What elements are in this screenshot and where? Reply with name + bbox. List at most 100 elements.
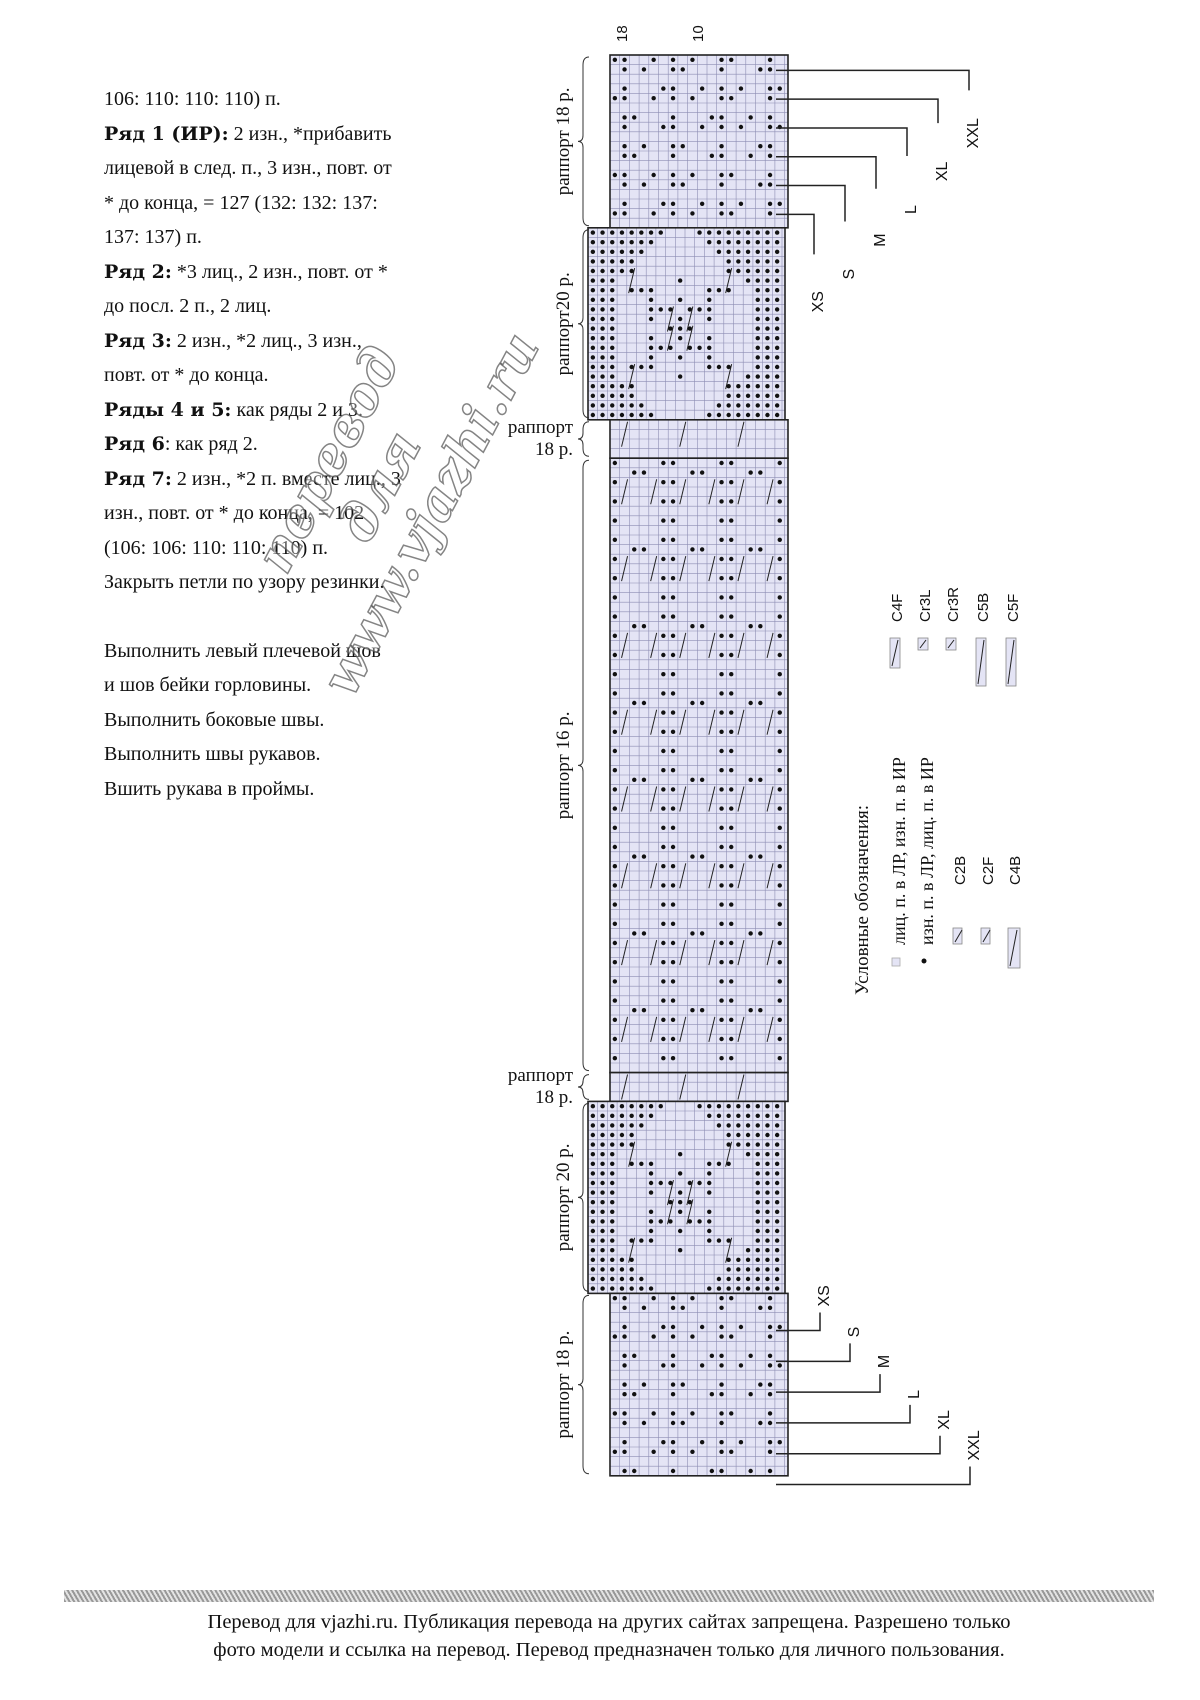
purl-dot xyxy=(600,297,605,302)
purl-dot xyxy=(707,1219,712,1224)
purl-dot xyxy=(716,1286,722,1291)
purl-dot xyxy=(767,1324,773,1330)
purl-dot xyxy=(600,259,605,264)
cable-symbol xyxy=(952,927,963,945)
purl-dot xyxy=(755,230,760,235)
purl-dot xyxy=(699,86,705,91)
purl-dot xyxy=(690,1334,695,1339)
column-number: 10 xyxy=(690,25,707,42)
purl-dot xyxy=(736,1257,741,1263)
instruction-line: повт. от * до конца. xyxy=(104,358,504,393)
purl-dot xyxy=(612,595,618,600)
purl-dot xyxy=(610,1209,615,1215)
purl-dot xyxy=(745,393,751,398)
purl-dot xyxy=(719,201,724,206)
size-line xyxy=(776,69,970,91)
purl-dot xyxy=(767,1440,773,1445)
purl-dot xyxy=(622,182,627,187)
size-line xyxy=(776,1374,881,1393)
purl-dot xyxy=(758,700,763,706)
purl-dot xyxy=(774,307,780,312)
purl-dot xyxy=(755,268,760,274)
purl-dot xyxy=(726,403,731,408)
purl-dot xyxy=(729,537,734,542)
cable-mark xyxy=(737,940,745,966)
purl-dot xyxy=(670,921,676,926)
purl-dot xyxy=(619,268,625,274)
purl-dot xyxy=(719,115,724,120)
purl-dot xyxy=(670,201,676,206)
purl-dot xyxy=(765,1104,770,1109)
purl-dot xyxy=(622,86,627,91)
purl-dot xyxy=(639,288,644,293)
instruction-text: повт. от * до конца. xyxy=(104,364,269,386)
purl-dot xyxy=(641,624,647,629)
purl-dot xyxy=(745,1123,751,1128)
purl-dot xyxy=(716,249,722,254)
purl-dot xyxy=(765,1276,770,1282)
purl-dot xyxy=(629,1113,634,1119)
purl-dot xyxy=(774,230,780,235)
column-number: 18 xyxy=(614,25,631,42)
purl-dot xyxy=(632,931,637,936)
purl-dot xyxy=(774,364,780,370)
purl-dot xyxy=(719,211,724,216)
purl-dot xyxy=(767,211,773,216)
purl-dot xyxy=(777,595,782,600)
purl-dot xyxy=(729,172,734,178)
purl-dot xyxy=(619,1132,625,1138)
purl-dot xyxy=(661,1324,666,1330)
purl-dot xyxy=(670,883,676,888)
cable-mark xyxy=(737,421,745,447)
cable-mark xyxy=(621,863,629,889)
purl-dot xyxy=(619,230,625,235)
purl-dot xyxy=(719,153,724,158)
purl-dot xyxy=(758,1305,763,1311)
instruction-text: и шов бейки горловины. xyxy=(104,674,312,696)
purl-dot xyxy=(729,595,734,600)
purl-dot xyxy=(610,1276,615,1282)
purl-dot xyxy=(639,412,644,418)
purl-dot xyxy=(622,201,627,206)
purl-dot xyxy=(658,345,663,350)
purl-dot xyxy=(765,1200,770,1205)
instruction-text: лицевой в след. п., 3 изн., повт. от xyxy=(104,157,392,179)
purl-dot xyxy=(670,787,676,792)
purl-dot xyxy=(639,1276,644,1282)
instruction-text: 106: 110: 110: 110) п. xyxy=(104,88,281,110)
purl-dot xyxy=(632,1468,637,1474)
instruction-line: 106: 110: 110: 110) п. xyxy=(104,82,504,117)
purl-dot xyxy=(590,412,596,418)
purl-dot xyxy=(670,211,676,216)
cable-mark xyxy=(725,1237,733,1263)
purl-dot xyxy=(719,1353,724,1359)
purl-dot xyxy=(610,1142,615,1147)
purl-dot xyxy=(661,480,666,485)
purl-dot xyxy=(777,768,782,773)
purl-dot xyxy=(748,931,753,936)
purl-dot xyxy=(590,1219,596,1224)
purl-dot xyxy=(719,940,724,946)
purl-dot xyxy=(719,979,724,984)
purl-dot xyxy=(748,547,753,552)
purl-dot xyxy=(758,1382,763,1387)
purl-dot xyxy=(600,268,605,274)
purl-dot xyxy=(719,1363,724,1368)
purl-dot xyxy=(719,86,724,91)
purl-dot xyxy=(639,240,644,245)
purl-dot xyxy=(774,1257,780,1263)
purl-dot xyxy=(736,268,741,274)
instruction-line: Ряд 3: 2 изн., *2 лиц., 3 изн., xyxy=(104,324,504,359)
purl-dot xyxy=(661,921,666,926)
purl-dot xyxy=(719,1449,724,1455)
purl-dot xyxy=(661,691,666,696)
purl-dot xyxy=(765,326,770,331)
purl-dot xyxy=(629,364,634,370)
purl-dot xyxy=(670,844,676,850)
cable-mark xyxy=(621,709,629,735)
purl-dot xyxy=(619,403,625,408)
purl-dot xyxy=(612,691,618,696)
purl-dot xyxy=(709,1392,715,1397)
purl-dot xyxy=(670,729,676,734)
